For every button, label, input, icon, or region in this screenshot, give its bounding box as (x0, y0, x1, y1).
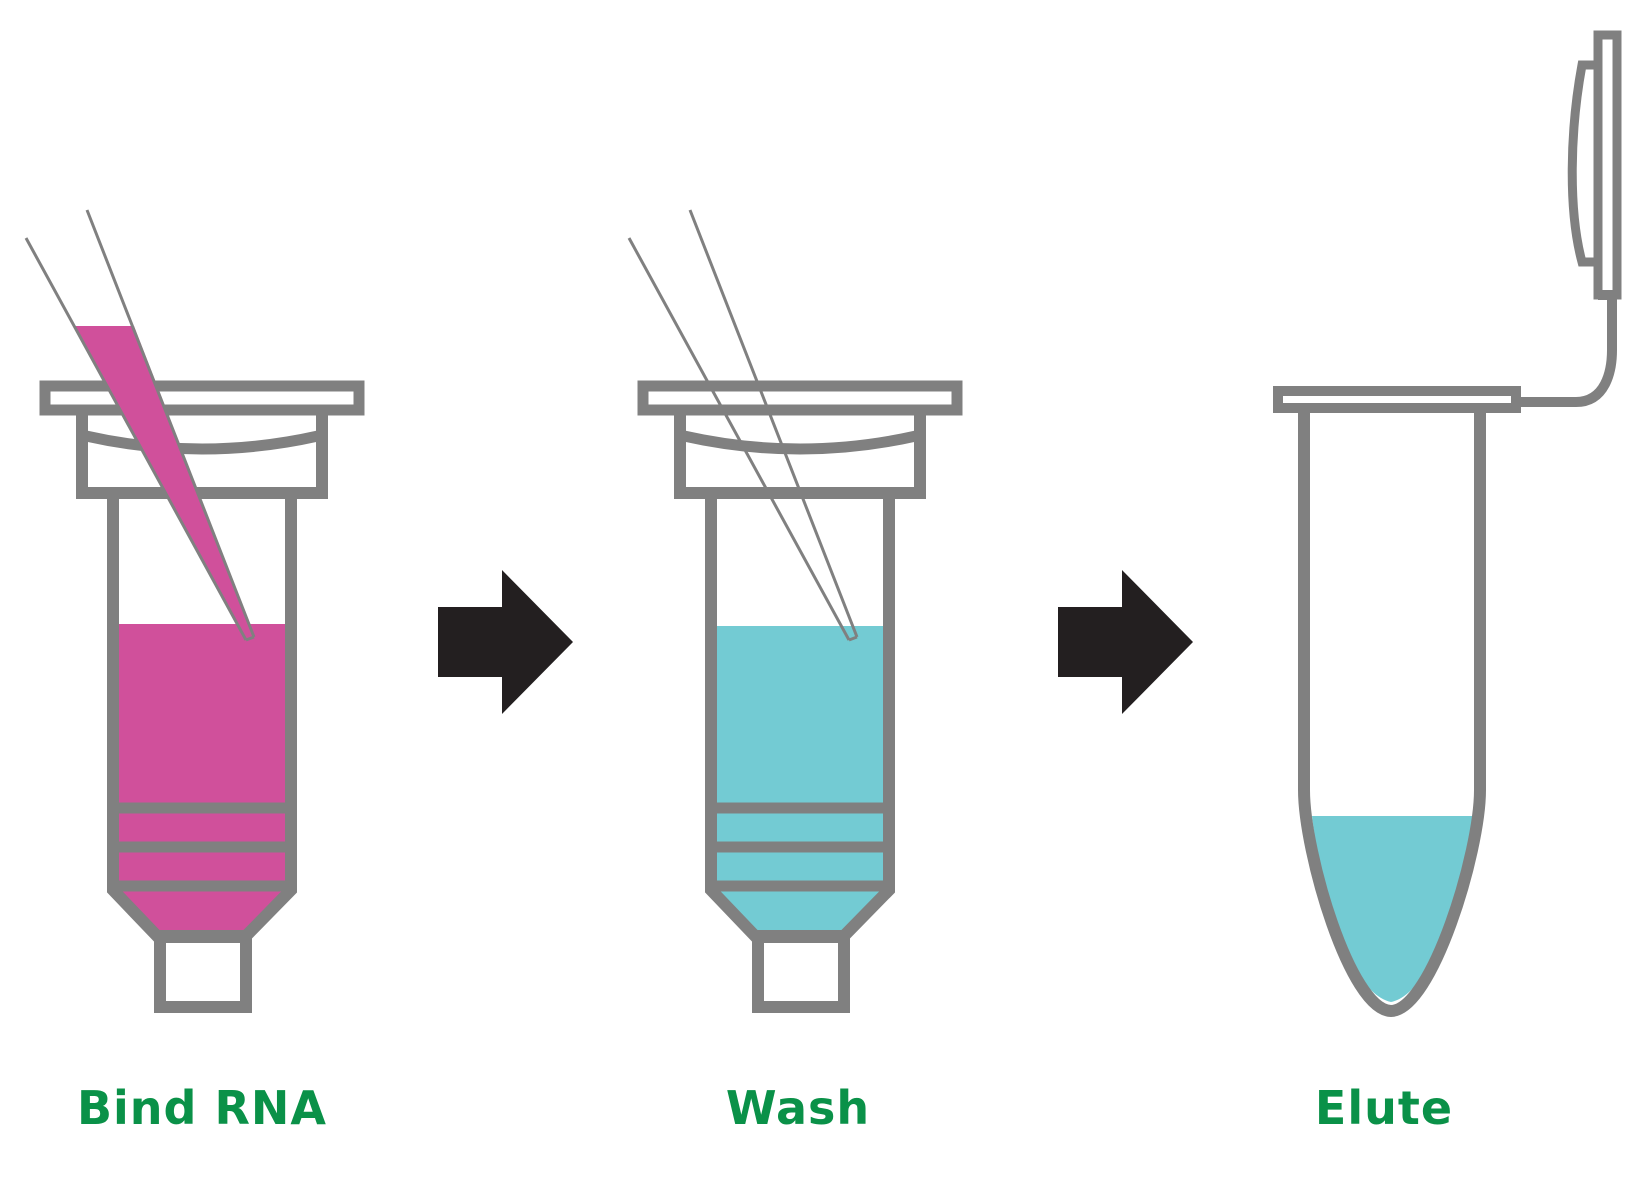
bind-pipette-edge-right (85, 209, 256, 638)
bind-pipette-edge-left (24, 237, 248, 641)
bind-column-collar (76, 410, 328, 499)
bind-column-liquid (117, 624, 287, 934)
elute-tube-lid-plug (1567, 60, 1598, 267)
elute-tube (1273, 30, 1622, 1018)
wash-column-rim (637, 380, 963, 416)
wash-column-collar-arc (682, 430, 918, 455)
bind-spin-column (39, 380, 365, 1013)
bind-column-outlet (154, 931, 252, 1013)
step-label-wash: Wash (725, 1081, 871, 1135)
bind-pipette-tip (24, 209, 256, 642)
step-label-elute: Elute (1314, 1081, 1454, 1135)
wash-pipette-edge-left (627, 237, 851, 641)
wash-pipette-edge-right (688, 209, 859, 638)
wash-column-outlet (752, 931, 850, 1013)
elute-tube-lid (1593, 30, 1622, 300)
elute-tube-hinge (1518, 290, 1617, 407)
arrow-right-icon (438, 570, 573, 714)
wash-column-liquid (715, 626, 885, 934)
step-label-bind-rna: Bind RNA (76, 1081, 328, 1135)
arrow-right-icon (1058, 570, 1193, 714)
wash-pipette-end (848, 635, 858, 642)
bind-column-collar-arc (84, 430, 320, 455)
elute-tube-rim (1273, 386, 1521, 413)
bind-pipette-end (245, 635, 255, 642)
wash-spin-column (637, 380, 963, 1013)
wash-pipette-tip (627, 209, 859, 642)
bind-column-rim (39, 380, 365, 416)
elute-tube-body (1298, 410, 1486, 1018)
